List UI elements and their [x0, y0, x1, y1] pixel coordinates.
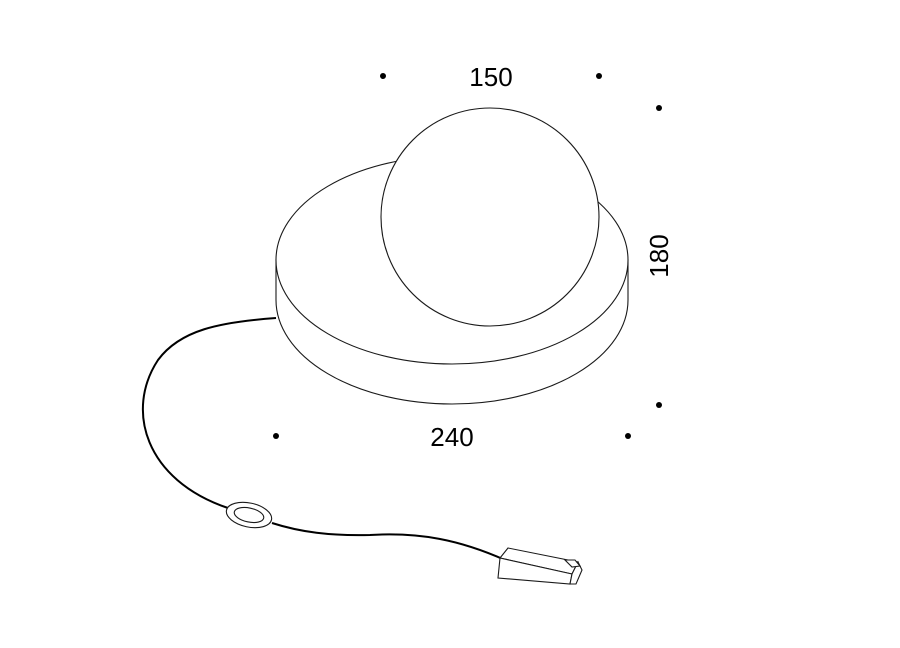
- height-dimension-label: 180: [644, 234, 674, 277]
- marker-dot: [596, 73, 602, 79]
- marker-dot: [380, 73, 386, 79]
- power-cable: [142, 317, 277, 509]
- plug-cable: [271, 522, 506, 561]
- marker-dot: [625, 433, 631, 439]
- marker-dot: [656, 105, 662, 111]
- width-dimension-label: 150: [469, 62, 512, 92]
- power-plug: [497, 547, 583, 585]
- dimmer-switch: [225, 501, 273, 529]
- marker-dot: [273, 433, 279, 439]
- base-dimension-label: 240: [430, 422, 473, 452]
- marker-dot: [656, 402, 662, 408]
- dimension-markers: [273, 73, 662, 439]
- globe-sphere: [380, 107, 600, 327]
